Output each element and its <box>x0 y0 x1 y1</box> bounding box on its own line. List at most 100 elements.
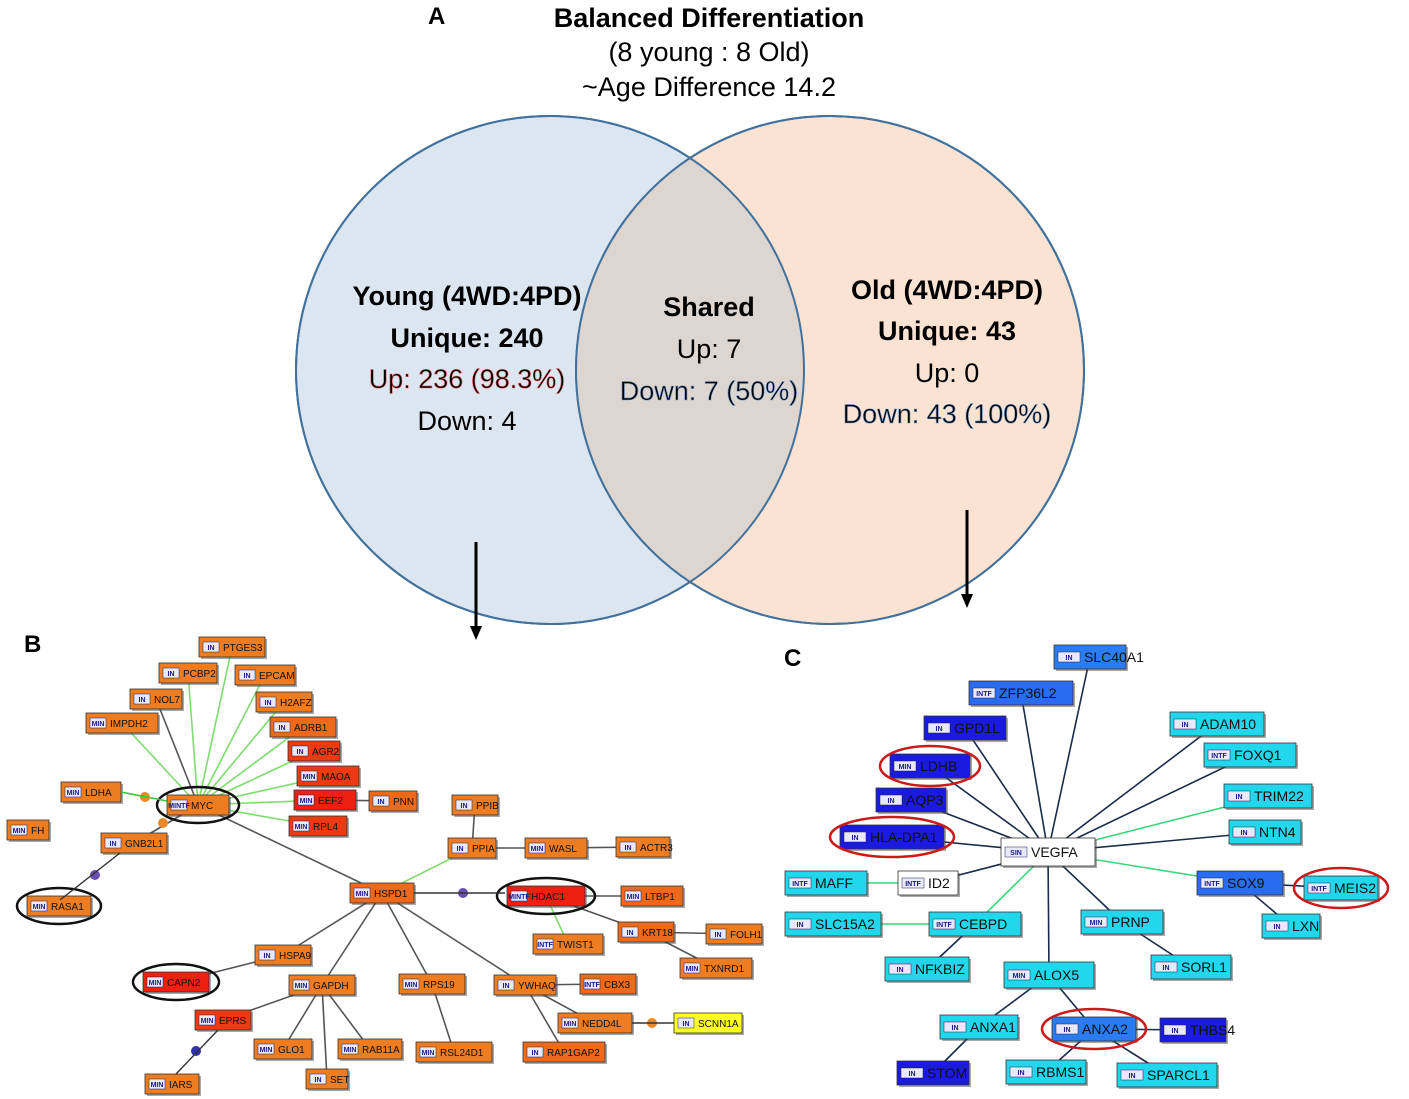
node-label: PRNP <box>1111 914 1150 930</box>
node-label: MEIS2 <box>1334 880 1376 896</box>
node-ntn4[interactable]: IN NTN4 <box>1228 819 1303 846</box>
panel-letter-a: A <box>428 3 445 30</box>
node-tag-icon <box>1055 1023 1079 1035</box>
node-tag: IN <box>315 1077 322 1084</box>
node-tag: MIN <box>201 1018 214 1025</box>
node-label: NTN4 <box>1259 824 1296 840</box>
node-tag-icon <box>402 978 420 990</box>
node-tag-icon <box>259 696 277 708</box>
node-tag-icon <box>497 979 515 991</box>
node-tag: IN <box>265 700 272 707</box>
old-up: Up: 0 <box>915 358 980 388</box>
shared-header: Shared <box>663 292 755 322</box>
node-label: RAB11A <box>362 1045 400 1056</box>
highlight-ring-hdac1 <box>495 876 597 916</box>
node-tag-icon <box>1084 916 1108 928</box>
node-tag-icon <box>148 1078 166 1090</box>
node-tag: MIN <box>260 1047 273 1054</box>
venn-subtitle-1: (8 young : 8 Old) <box>608 37 809 67</box>
node-tag-icon <box>146 976 164 988</box>
node-label: AQP3 <box>906 792 944 808</box>
node-tag-icon <box>10 824 28 836</box>
node-tag-icon <box>709 928 727 940</box>
node-tag-icon <box>624 890 642 902</box>
node-tag: IN <box>1241 830 1248 837</box>
node-label: ACTR3 <box>640 843 673 854</box>
node-label: GAPDH <box>313 981 349 992</box>
node-tag-icon <box>198 1014 216 1026</box>
shared-up: Up: 7 <box>677 334 742 364</box>
